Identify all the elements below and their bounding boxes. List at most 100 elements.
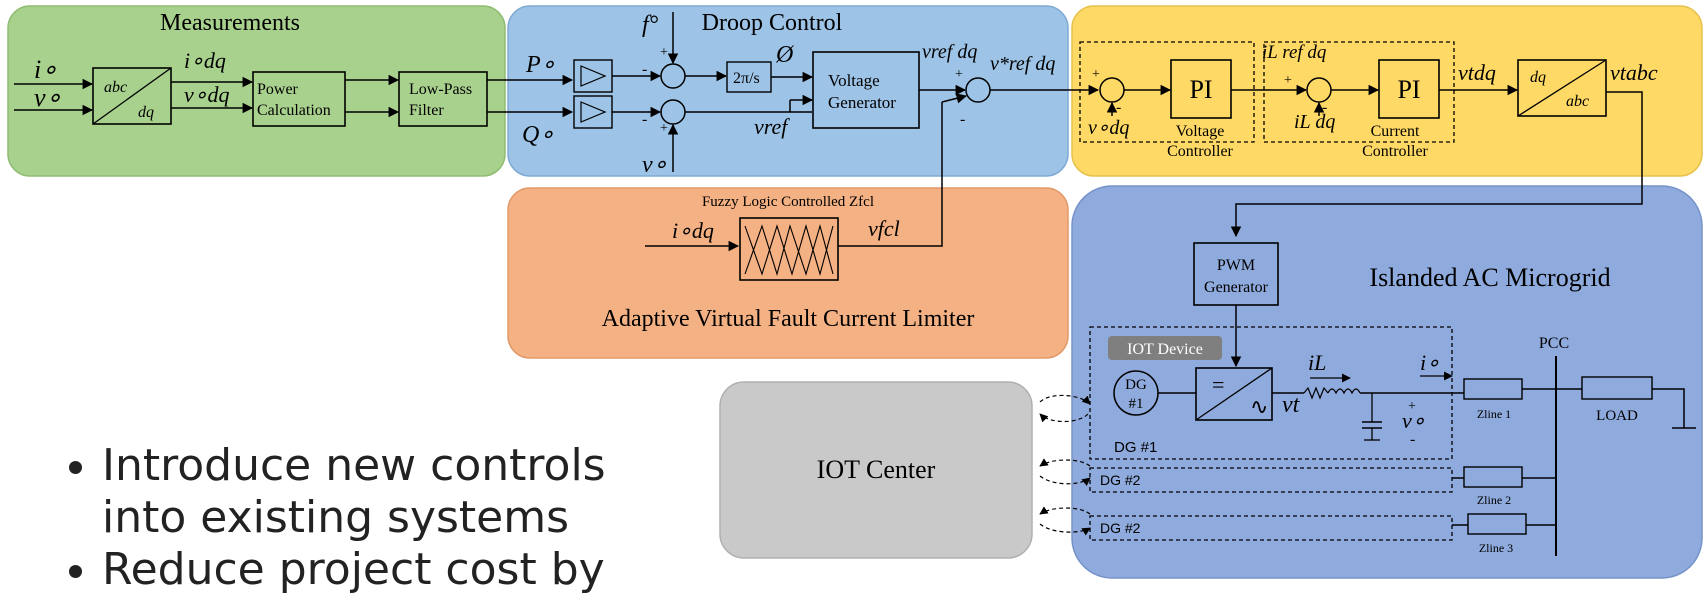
dq-abc-transform bbox=[1517, 59, 1607, 117]
iot-link-dg1 bbox=[1039, 394, 1091, 405]
bullet-item: Introduce new controls into existing sys… bbox=[102, 440, 660, 544]
measurements-title: Measurements bbox=[160, 10, 300, 36]
power-calc-line2: Calculation bbox=[257, 102, 331, 119]
lpf-line2: Filter bbox=[409, 102, 444, 119]
inverter-ac-symbol: ∿ bbox=[1250, 394, 1268, 419]
dg-source-line2: #1 bbox=[1129, 396, 1144, 412]
pwm-line2: Generator bbox=[1204, 279, 1269, 296]
vref-dq-label: vref dq bbox=[922, 41, 977, 63]
input-voltage-label: v∘ bbox=[34, 83, 62, 112]
i-ref-label: iL ref dq bbox=[1262, 42, 1327, 63]
voltage-controller-line2: Controller bbox=[1167, 143, 1233, 160]
iot-link-dg2 bbox=[1039, 458, 1091, 467]
iot-center-panel bbox=[719, 381, 1033, 559]
fuzzy-title: Fuzzy Logic Controlled Zfcl bbox=[702, 194, 874, 210]
fcl-plus-sign: + bbox=[955, 67, 963, 82]
q-label: Q∘ bbox=[522, 122, 554, 148]
current-pi-block bbox=[1378, 59, 1440, 119]
zline3-label: Zline 3 bbox=[1479, 541, 1513, 555]
zline3-impedance bbox=[1467, 513, 1527, 535]
ce-minus: - bbox=[1322, 99, 1327, 116]
out-voltage-label: v∘dq bbox=[184, 82, 230, 107]
vo-plus: + bbox=[1408, 399, 1416, 414]
avfcl-panel bbox=[507, 187, 1069, 359]
load-block bbox=[1581, 376, 1653, 400]
v-tdq-label: vtdq bbox=[1458, 60, 1496, 85]
v-nominal-label: v∘ bbox=[642, 152, 668, 178]
iot-device-label: IOT Device bbox=[1127, 341, 1203, 358]
p-label: P∘ bbox=[525, 52, 556, 78]
voltage-pi-label: PI bbox=[1189, 75, 1212, 104]
dg-source-line1: DG bbox=[1125, 377, 1147, 393]
v-minus-sign: - bbox=[642, 111, 647, 128]
iot-center-label: IOT Center bbox=[817, 455, 936, 484]
input-current-label: i∘ bbox=[34, 55, 58, 84]
droop-title: Droop Control bbox=[702, 10, 843, 36]
dg2-label: DG #2 bbox=[1100, 472, 1141, 488]
vo-minus: - bbox=[1410, 431, 1415, 448]
vo-label: v∘ bbox=[1402, 408, 1426, 433]
droop-control-panel bbox=[507, 5, 1069, 177]
voltage-controller-dashed-box bbox=[1079, 41, 1255, 143]
iot-link-dg3 bbox=[1039, 506, 1091, 515]
transform-dq-label: dq bbox=[138, 104, 154, 121]
ve-plus: + bbox=[1092, 67, 1100, 82]
iot-device-tag bbox=[1108, 336, 1222, 360]
dg3-label: DG #2 bbox=[1100, 520, 1141, 536]
pcc-label: PCC bbox=[1539, 335, 1569, 352]
zline1-label: Zline 1 bbox=[1477, 407, 1511, 421]
inv-dq-label: dq bbox=[1530, 69, 1546, 86]
current-controller-dashed-box bbox=[1263, 41, 1455, 143]
fuzzy-logic-block bbox=[739, 217, 839, 281]
fcl-input-label: i∘dq bbox=[672, 218, 714, 243]
f-plus-sign: + bbox=[660, 45, 668, 60]
control-diagram: Measurements i∘ v∘ abc dq i∘dq v∘dq Powe… bbox=[7, 5, 1703, 579]
voltage-pi-block bbox=[1170, 59, 1232, 119]
current-controller-line1: Current bbox=[1371, 123, 1420, 140]
avfcl-caption: Adaptive Virtual Fault Current Limiter bbox=[602, 306, 975, 332]
zline2-label: Zline 2 bbox=[1477, 493, 1511, 507]
low-pass-filter-block bbox=[398, 71, 488, 127]
vg-line1: Voltage bbox=[828, 71, 880, 90]
ve-minus: - bbox=[1116, 99, 1121, 116]
vstar-ref-label: v*ref dq bbox=[990, 53, 1055, 75]
load-label: LOAD bbox=[1596, 408, 1638, 424]
io-label: i∘ bbox=[1420, 350, 1440, 375]
pwm-line1: PWM bbox=[1217, 257, 1255, 274]
v-tabc-label: vtabc bbox=[1610, 60, 1658, 85]
fcl-minus-sign: - bbox=[960, 111, 965, 128]
ce-plus: + bbox=[1284, 73, 1292, 88]
current-pi-label: PI bbox=[1397, 75, 1420, 104]
microgrid-panel bbox=[1071, 185, 1703, 579]
lpf-line1: Low-Pass bbox=[409, 81, 472, 98]
abc-dq-transform bbox=[92, 67, 172, 125]
fcl-output-label: vfcl bbox=[868, 216, 900, 241]
bullet-item: Reduce project cost by bbox=[102, 544, 660, 596]
measurements-panel bbox=[7, 5, 506, 177]
integrator-label: 2π/s bbox=[733, 70, 760, 87]
vg-line2: Generator bbox=[828, 93, 896, 112]
inverter-dc-symbol: = bbox=[1212, 372, 1224, 397]
f-minus-sign: - bbox=[642, 61, 647, 78]
dg1-label: DG #1 bbox=[1114, 439, 1157, 456]
bullet-list: Introduce new controls into existing sys… bbox=[40, 440, 660, 596]
vt-label: vt bbox=[1282, 392, 1301, 418]
current-controller-line2: Controller bbox=[1362, 143, 1428, 160]
microgrid-title: Islanded AC Microgrid bbox=[1369, 263, 1610, 292]
v-odq-feedback-label: v∘dq bbox=[1088, 117, 1129, 139]
il-label: iL bbox=[1308, 350, 1326, 375]
fuzzy-membership-icon bbox=[744, 223, 834, 276]
power-calc-line1: Power bbox=[257, 81, 299, 98]
voltage-controller-line1: Voltage bbox=[1176, 123, 1225, 140]
inverter-block bbox=[1195, 367, 1273, 421]
zline2-impedance bbox=[1463, 466, 1523, 488]
vref-label: vref bbox=[754, 114, 790, 139]
phi-label: Ø bbox=[775, 42, 795, 68]
v-plus-sign: + bbox=[660, 121, 668, 136]
out-current-label: i∘dq bbox=[184, 48, 226, 73]
inv-abc-label: abc bbox=[1566, 93, 1589, 110]
power-calculation-block bbox=[252, 71, 346, 127]
f-nominal-label: f° bbox=[642, 12, 659, 38]
i-ldq-label: iL dq bbox=[1294, 111, 1335, 133]
pwm-generator-block bbox=[1193, 242, 1279, 306]
